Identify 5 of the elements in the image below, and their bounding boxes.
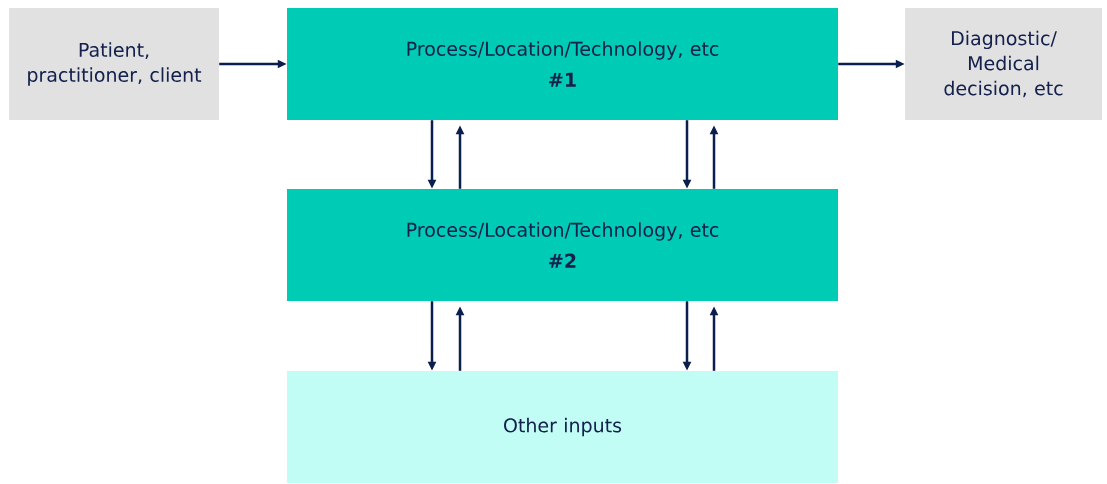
output-box: Diagnostic/ Medical decision, etc bbox=[905, 8, 1102, 120]
process-box: Process/Location/Technology, etc #2 bbox=[287, 189, 838, 301]
process-box: Process/Location/Technology, etc #1 bbox=[287, 8, 838, 120]
input-box: Other inputs bbox=[287, 371, 838, 483]
input-box: Patient, practitioner, client bbox=[9, 8, 219, 120]
